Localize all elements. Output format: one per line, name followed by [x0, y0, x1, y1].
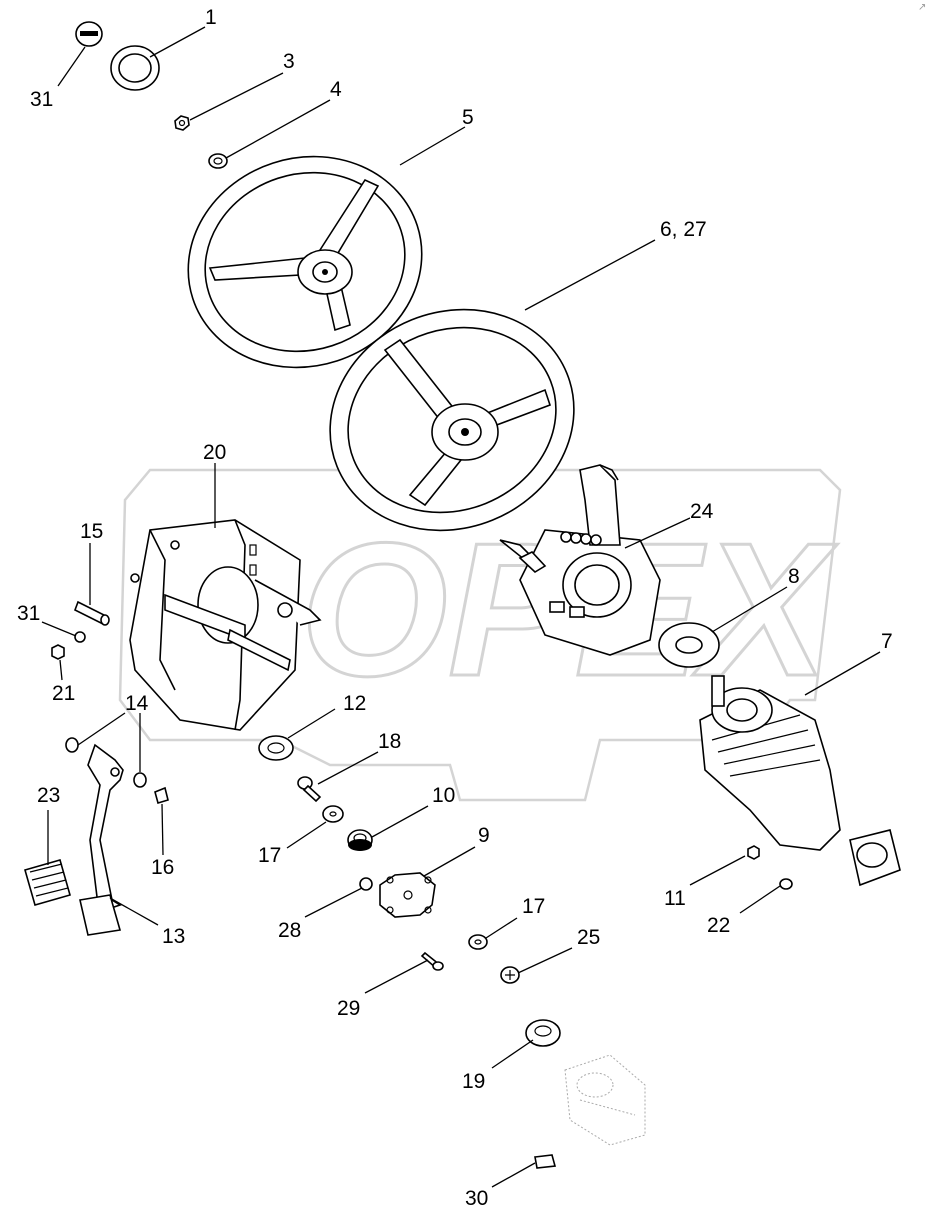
- callout-5: 5: [462, 106, 474, 129]
- part-18-bolt: [297, 776, 322, 803]
- callout-10: 10: [432, 784, 455, 807]
- part-17-washer-2: [468, 934, 488, 950]
- part-6-27-steering-wheel: [329, 308, 575, 532]
- callout-24: 24: [690, 500, 714, 523]
- callout-6-27: 6, 27: [660, 218, 707, 241]
- part-13-pedal-arm: [79, 743, 124, 936]
- callout-28: 28: [278, 919, 301, 942]
- callout-19: 19: [462, 1070, 485, 1093]
- part-28-nut: [359, 877, 373, 891]
- part-8-gasket: [658, 622, 720, 668]
- callout-labels: 1 31 3 4 5 6, 27 20 15 31 21 24 8 7 12 1…: [17, 6, 893, 1210]
- part-20-bracket: [129, 519, 322, 731]
- callout-30: 30: [465, 1187, 488, 1210]
- callout-31-washer: 31: [17, 602, 40, 625]
- part-23-pedal-pad: [24, 859, 71, 906]
- callout-3: 3: [283, 50, 295, 73]
- part-3-nut: [174, 115, 190, 131]
- part-15-pin: [73, 600, 110, 626]
- callout-25: 25: [577, 926, 600, 949]
- part-16-clip: [154, 786, 169, 805]
- part-25-screw: [500, 966, 520, 984]
- callout-20: 20: [203, 441, 226, 464]
- callout-15: 15: [80, 520, 103, 543]
- part-10-bushing: [347, 829, 373, 851]
- callout-12: 12: [343, 692, 366, 715]
- part-11-nut: [747, 845, 760, 860]
- part-9-mounting-plate: [379, 872, 436, 918]
- part-29-screw: [420, 951, 444, 971]
- callout-14: 14: [125, 692, 149, 715]
- part-24-joystick-control: [499, 464, 661, 656]
- part-22-washer: [779, 878, 793, 890]
- part-4-washer: [208, 153, 228, 169]
- callout-17-upper: 17: [258, 844, 281, 867]
- part-21-nut: [51, 644, 65, 660]
- leader-lines: [41, 26, 881, 1188]
- part-19-washer: [525, 1019, 561, 1047]
- ghost-assembly: [564, 1054, 646, 1146]
- callout-13: 13: [162, 925, 185, 948]
- corner-mark: ↗: [918, 2, 926, 13]
- callout-11: 11: [664, 887, 686, 910]
- part-31-cap-badge: [75, 21, 103, 47]
- callout-17-lower: 17: [522, 895, 545, 918]
- callout-29: 29: [337, 997, 360, 1020]
- part-31-washer: [74, 631, 86, 643]
- part-12-washer: [258, 735, 294, 761]
- callout-31-cap: 31: [30, 88, 53, 111]
- callout-1: 1: [205, 6, 217, 29]
- callout-21: 21: [52, 682, 75, 705]
- callout-16: 16: [151, 856, 174, 879]
- callout-9: 9: [478, 824, 490, 847]
- callout-7: 7: [881, 630, 893, 653]
- callout-23: 23: [37, 784, 60, 807]
- part-1-cap: [110, 45, 160, 91]
- part-17-washer: [322, 805, 344, 823]
- callout-8: 8: [788, 565, 800, 588]
- callout-22: 22: [707, 914, 730, 937]
- callout-4: 4: [330, 78, 342, 101]
- part-7-steering-valve: [699, 675, 901, 887]
- part-30-tag: [534, 1154, 557, 1169]
- part-5-steering-wheel: [187, 155, 423, 369]
- callout-18: 18: [378, 730, 401, 753]
